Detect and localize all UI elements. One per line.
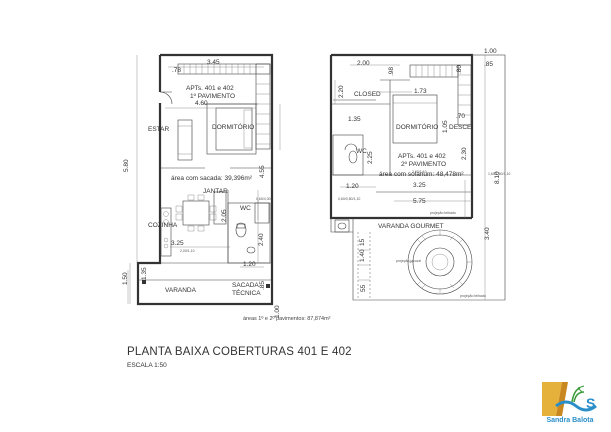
svg-text:projeção telhado: projeção telhado (430, 211, 456, 215)
right-dim-100: 1.00 (484, 48, 497, 55)
drawing-scale: ESCALA 1:50 (127, 362, 167, 369)
left-dim-580: 5.80 (123, 159, 130, 172)
left-apt-title: APTs. 401 e 402 (186, 85, 234, 92)
right-dim-173: 1.73 (414, 88, 427, 95)
left-dim-460: 4.60 (195, 100, 208, 107)
right-exterior-wall (329, 53, 474, 220)
room-label-desce: DESCE (449, 124, 472, 131)
left-dim-100: 1.00 (274, 305, 281, 318)
right-bed (392, 94, 438, 144)
room-label-varanda-left: VARANDA (165, 287, 197, 294)
right-dim-140: 1.40 (359, 249, 366, 262)
right-dim-810: 8.10 (494, 171, 501, 184)
left-exterior-wall (136, 53, 274, 306)
jacuzzi (407, 229, 473, 295)
area-note: áreas 1º e 2º pavimentos: 87,874m² (243, 316, 331, 322)
left-floor-label: 1º PAVIMENTO (190, 93, 235, 100)
logo-mark-icon: S (542, 382, 597, 416)
right-dim-575: 5.75 (413, 198, 426, 205)
right-dim-200: 2.00 (357, 60, 370, 67)
right-dim-135: 1.35 (348, 116, 361, 123)
left-stair (177, 63, 271, 150)
right-wc-outline (332, 134, 364, 176)
right-dim-70: .70 (456, 113, 465, 120)
right-area-label: área com solarium: 48,478m² (379, 171, 464, 178)
room-label-sacada: SACADA (232, 282, 259, 289)
left-dim-150: 1.50 (122, 272, 129, 285)
right-dim-230: 2.30 (461, 147, 468, 160)
room-label-dormitorio-right: DORMITÓRIO (396, 122, 438, 131)
left-dim-455: 4.55 (259, 165, 266, 178)
room-label-cozinha: COZINHA (148, 222, 178, 229)
logo-letter: S (586, 395, 595, 411)
svg-text:projeção jacuzzi: projeção jacuzzi (396, 259, 421, 263)
right-dim-105: 1.05 (442, 120, 449, 133)
room-label-tecnica: TÉCNICA (232, 288, 261, 297)
svg-text:1,60/1,60/1,10: 1,60/1,60/1,10 (488, 172, 510, 176)
right-dim-225: 2.25 (367, 151, 374, 164)
room-label-closed: CLOSED (354, 91, 381, 98)
right-floor-label: 2º PAVIMENTO (401, 161, 446, 168)
left-dim-120: 1.20 (243, 261, 256, 268)
right-floor-plan: 0,60/0,80/1,10 2,00/1,10 1,60/1,60/1,10 … (329, 53, 510, 301)
right-dim-55: 55 (360, 284, 367, 292)
drawing-title: PLANTA BAIXA COBERTURAS 401 E 402 (127, 346, 352, 358)
kitchen-counter (160, 207, 172, 257)
svg-text:2,00/1,10: 2,00/1,10 (412, 170, 427, 174)
room-label-dormitorio-left: DORMITÓRIO (212, 122, 254, 131)
right-dim-120: 1.20 (346, 183, 359, 190)
room-label-jantar: JANTAR (203, 188, 228, 195)
right-dim-325: 3.25 (413, 182, 426, 189)
right-dim-98: .98 (388, 67, 395, 76)
left-area-label: área com sacada: 39,396m² (171, 175, 253, 182)
svg-text:projeção telhado: projeção telhado (460, 294, 486, 298)
room-label-wc-left: WC (240, 205, 251, 212)
company-logo: S Sandra Balota (538, 380, 602, 426)
room-label-estar: ESTAR (148, 126, 169, 133)
right-dim-220: 2.20 (338, 85, 345, 98)
logo-text: Sandra Balota (546, 417, 594, 424)
room-label-varanda-gourmet: VARANDA GOURMET (378, 223, 444, 230)
left-dim-78: .78 (172, 67, 181, 74)
room-label-wc-right: WC (356, 148, 367, 155)
left-dim-135: 1.35 (141, 267, 148, 280)
svg-text:2,00/1,10: 2,00/1,10 (180, 249, 195, 253)
right-dim-340: 3.40 (484, 227, 491, 240)
left-dim-240: 2.40 (258, 233, 265, 246)
svg-text:0,60/4,30: 0,60/4,30 (256, 197, 271, 201)
right-dim-15: 15 (359, 238, 366, 246)
left-dim-325: 3.25 (171, 240, 184, 247)
left-wc-outline (227, 202, 271, 264)
left-floor-plan: 0,60/4,30 2,00/1,10 (127, 53, 281, 306)
left-dim-85: .85 (259, 281, 266, 290)
right-dim-80: .80 (456, 65, 463, 74)
right-apt-title: APTs. 401 e 402 (398, 153, 446, 160)
svg-text:0,60/0,80/1,10: 0,60/0,80/1,10 (338, 197, 360, 201)
left-dim-205: 2.05 (221, 209, 228, 222)
left-dim-345: 3.45 (207, 59, 220, 66)
right-dim-85: .85 (484, 61, 493, 68)
dining-table (175, 194, 217, 232)
right-stair (409, 64, 472, 126)
